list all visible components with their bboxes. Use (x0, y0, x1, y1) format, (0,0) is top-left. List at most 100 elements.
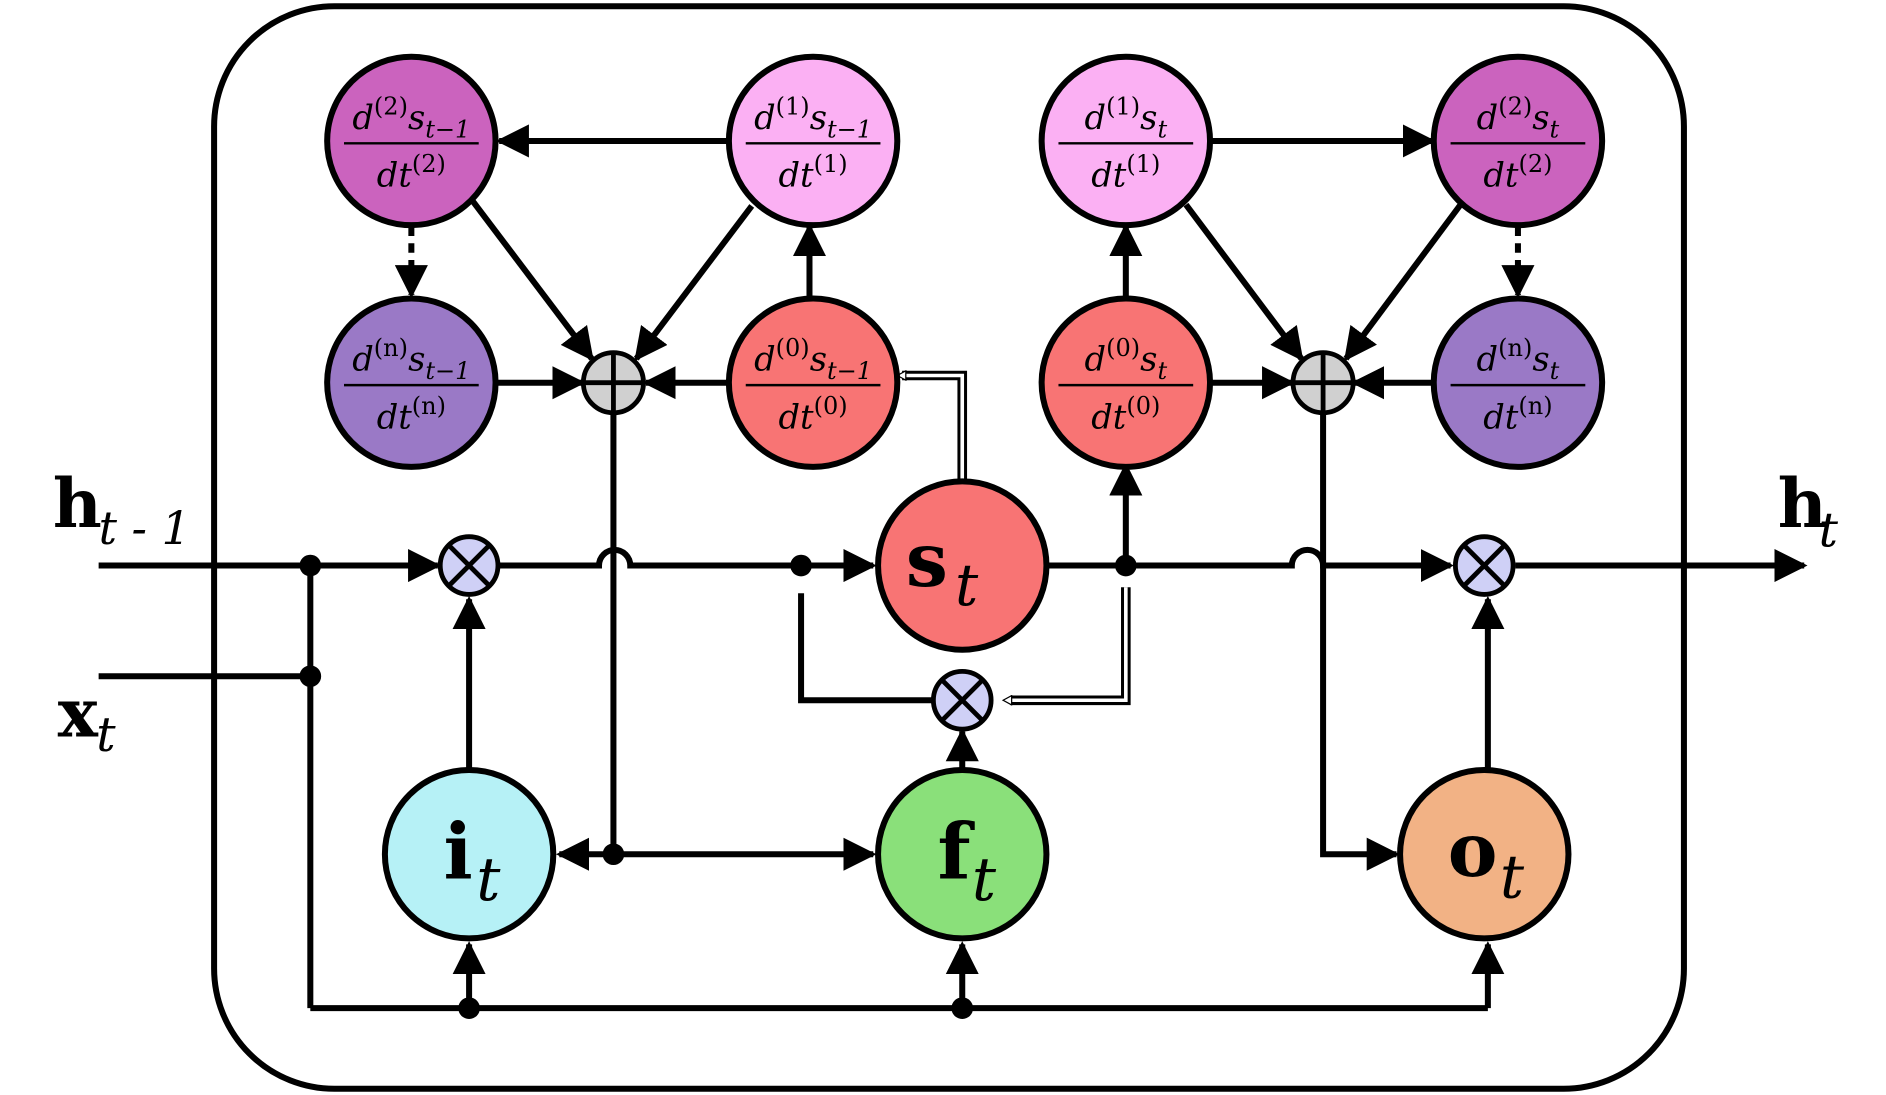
denominator-dt: dt (779, 397, 815, 436)
derivative-denominator: dt(n) (1483, 392, 1552, 436)
derivative-node-cur-o0-circle (1038, 295, 1214, 470)
state-circle (875, 478, 1050, 653)
derivative-denominator: dt(2) (377, 150, 446, 194)
junction-dots (299, 554, 1137, 1019)
denominator-dt: dt (377, 397, 413, 436)
denominator-order: (2) (412, 150, 446, 178)
derivative-numerator: d(0)st (1085, 334, 1168, 385)
derivative-numerator: d(2)st−1 (352, 92, 470, 143)
denominator-dt: dt (1483, 156, 1519, 195)
multiply-operator-output (1452, 534, 1516, 597)
derivative-node-prev-o0: d(0)st−1 dt(0) (725, 295, 901, 470)
x-subscript: t (96, 707, 116, 763)
denominator-dt: dt (1091, 156, 1127, 195)
numerator-subscript: t−1 (827, 115, 872, 143)
numerator-subscript: t (1157, 357, 1167, 385)
multiply-operator-forget (930, 668, 994, 732)
double-line-connections (897, 370, 1131, 700)
derivative-denominator: dt(n) (377, 392, 446, 436)
derivative-numerator: d(1)st (1085, 92, 1168, 143)
junction-dot (299, 665, 322, 688)
denominator-order: (n) (1518, 392, 1552, 420)
numerator-order: (n) (1498, 334, 1532, 362)
derivative-node-cur-o1: d(1)st dt(1) (1038, 53, 1214, 229)
h-out-subscript: t (1819, 502, 1839, 558)
state-to-prev-d0-double (902, 370, 968, 482)
numerator-subscript: t−1 (827, 357, 872, 385)
mult1-to-state (497, 546, 877, 583)
h-prev-label: h (53, 464, 102, 543)
numerator-variable: s (408, 98, 425, 137)
forget-mult-to-state (798, 593, 934, 704)
derivative-nodes: d(2)st−1dt(2)d(1)st−1dt(1)d(n)st−1dt(n)d… (324, 53, 1606, 470)
output-gate-circle (1397, 767, 1572, 942)
derivative-denominator: dt(1) (779, 150, 848, 194)
derivative-node-prev-o2-circle (324, 53, 499, 229)
numerator-order: (2) (374, 92, 408, 120)
derivative-node-cur-o1-circle (1038, 53, 1214, 229)
junction-dot (951, 997, 974, 1019)
numerator-subscript: t−1 (425, 357, 470, 385)
h-prev-label-group: h t - 1 (53, 464, 191, 555)
cell-boundary (211, 3, 1687, 1092)
derivative-node-cur-on-circle (1430, 295, 1606, 470)
numerator-variable: s (810, 98, 827, 137)
operators (437, 350, 1516, 732)
numerator-d: d (754, 340, 776, 379)
derivative-node-prev-on: d(n)st−1 dt(n) (324, 295, 499, 470)
derivative-node-prev-on-circle (324, 295, 499, 470)
state-to-mult2 (1048, 546, 1454, 583)
derivative-numerator: d(n)st−1 (352, 334, 470, 385)
derivative-node-prev-o2: d(2)st−1dt(2) (324, 53, 499, 229)
sum-right-to-output-gate (1320, 411, 1400, 871)
prev-o2-to-sum (470, 199, 595, 362)
numerator-variable: s (1532, 98, 1549, 137)
sum-operator-prev (580, 350, 646, 416)
input-gate-node: i t (381, 767, 557, 942)
h-prev-subscript: t - 1 (99, 502, 191, 555)
cur-o2-to-sum (1343, 201, 1464, 362)
state-node: s t (875, 478, 1050, 653)
numerator-subscript: t (1550, 357, 1560, 385)
numerator-subscript: t (1157, 115, 1167, 143)
forget-gate-subscript: t (972, 845, 997, 915)
derivative-numerator: d(n)st (1477, 334, 1560, 385)
connections (98, 124, 1808, 1012)
derivative-denominator: dt(1) (1091, 150, 1160, 194)
denominator-order: (n) (412, 392, 446, 420)
denominator-dt: dt (1483, 397, 1519, 436)
sum-operator-cur (1290, 350, 1356, 416)
derivative-node-prev-o1: d (1) st−1 dt(1) (725, 53, 901, 229)
numerator-variable: s (1532, 340, 1549, 379)
x-label-group: x t (58, 673, 116, 762)
denominator-order: (1) (814, 150, 848, 178)
state-label: s (906, 516, 948, 604)
numerator-order: (0) (1106, 334, 1140, 362)
output-gate-label: o (1448, 806, 1498, 894)
denominator-order: (0) (1126, 392, 1160, 420)
numerator-variable: s (408, 340, 425, 379)
forget-gate-label: f (938, 807, 976, 897)
forget-gate-circle (875, 767, 1050, 942)
numerator-variable: s (1140, 340, 1157, 379)
denominator-dt: dt (1091, 397, 1127, 436)
derivative-denominator: dt(0) (779, 392, 848, 436)
junction-dot (790, 554, 812, 577)
input-gate-label: i (443, 807, 472, 897)
derivative-node-prev-o1-circle (725, 53, 901, 229)
denominator-dt: dt (377, 156, 413, 195)
numerator-d: d (352, 98, 374, 137)
prev-o1-to-sum (633, 204, 755, 362)
derivative-node-cur-o2: d(2)st dt (2) (1430, 53, 1606, 229)
numerator-d: d (754, 98, 776, 137)
state-subscript: t (955, 551, 979, 619)
numerator-d: d (1477, 98, 1499, 137)
derivative-node-cur-o2-circle (1430, 53, 1606, 229)
derivative-numerator: d(2)st (1477, 92, 1560, 143)
forget-gate-node: f t (875, 767, 1050, 942)
derivative-numerator: d(0)st−1 (754, 334, 872, 385)
numerator-d: d (1085, 98, 1107, 137)
numerator-order: (2) (1498, 92, 1532, 120)
